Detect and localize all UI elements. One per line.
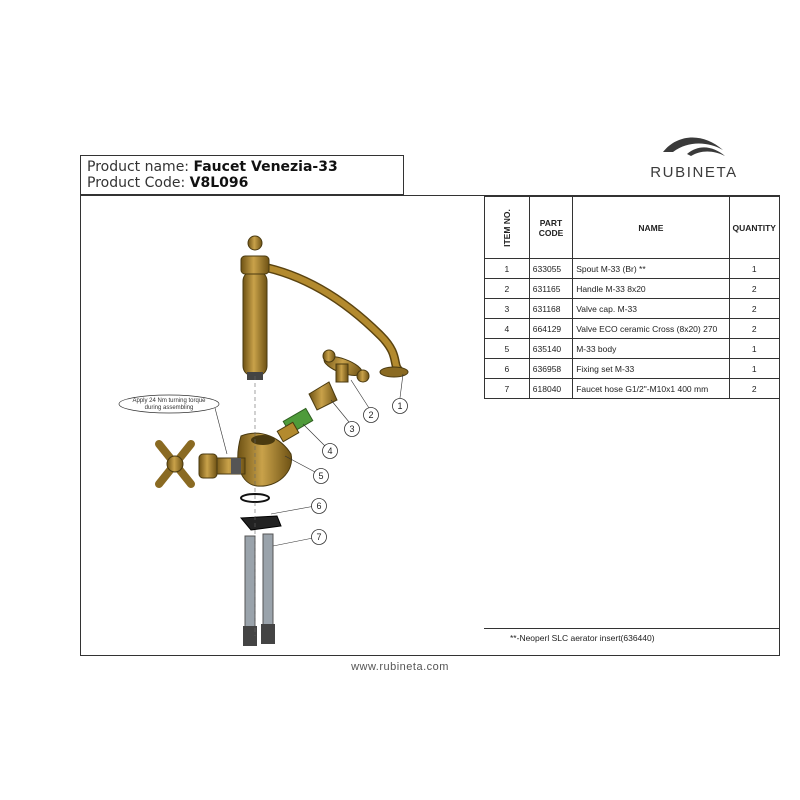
handle-right-part [322, 349, 370, 383]
svg-text:1: 1 [397, 401, 402, 411]
header-name: NAME [572, 196, 730, 259]
brand-logo: RUBINETA [638, 130, 750, 181]
table-row: 6 636958 Fixing set M-33 1 [484, 358, 781, 379]
balloon-3: 3 [344, 421, 360, 437]
product-name-label: Product name: [87, 159, 190, 175]
product-code-line: Product Code: V8L096 [87, 175, 397, 191]
handle-left-part [155, 440, 195, 488]
table-row: 4 664129 Valve ECO ceramic Cross (8x20) … [484, 318, 781, 339]
product-code-label: Product Code: [87, 175, 186, 191]
torque-callout: Apply 24 Nm turning torque during assemb… [118, 394, 228, 455]
balloon-1: 1 [392, 398, 408, 414]
brand-name: RUBINETA [650, 164, 738, 181]
table-row: 1 633055 Spout M-33 (Br) ** 1 [484, 258, 781, 279]
product-code-value: V8L096 [189, 175, 249, 191]
balloon-2: 2 [363, 407, 379, 423]
torque-callout-line2: during assembling [145, 405, 194, 411]
svg-text:3: 3 [349, 424, 354, 434]
product-name-value: Faucet Venezia-33 [193, 159, 338, 175]
balloon-5: 5 [313, 468, 329, 484]
product-info-box: Product name: Faucet Venezia-33 Product … [80, 155, 404, 195]
parts-table: ITEM NO. PART CODE NAME QUANTITY 1 63305… [484, 196, 781, 399]
balloon-7: 7 [311, 529, 327, 545]
svg-text:6: 6 [316, 501, 321, 511]
table-row: 2 631165 Handle M-33 8x20 2 [484, 278, 781, 299]
parts-table-header: ITEM NO. PART CODE NAME QUANTITY [484, 196, 781, 259]
fixing-set-part [239, 493, 282, 531]
table-row: 5 635140 M-33 body 1 [484, 338, 781, 359]
valve-cap-part [308, 381, 338, 411]
header-quantity: QUANTITY [728, 196, 781, 259]
balloon-6: 6 [311, 498, 327, 514]
valve-cartridge-part [276, 407, 314, 443]
exploded-view-drawing: Apply 24 Nm turning torque during assemb… [118, 235, 409, 646]
brand-swoosh-icon [663, 137, 725, 156]
drawing-frame [80, 195, 780, 656]
svg-text:7: 7 [316, 532, 321, 542]
torque-callout-line1: Apply 24 Nm turning torque [132, 398, 206, 404]
product-name-line: Product name: Faucet Venezia-33 [87, 159, 397, 175]
header-part-code: PART CODE [528, 196, 574, 259]
aerator-note: **-Neoperl SLC aerator insert(636440) [484, 628, 780, 643]
table-row: 7 618040 Faucet hose G1/2"-M10x1 400 mm … [484, 378, 781, 399]
spout-part [240, 235, 409, 380]
table-row: 3 631168 Valve cap. M-33 2 [484, 298, 781, 319]
svg-text:5: 5 [318, 471, 323, 481]
balloon-4: 4 [322, 443, 338, 459]
hoses-part [243, 533, 275, 646]
header-item-no: ITEM NO. [484, 196, 530, 259]
svg-text:4: 4 [327, 446, 332, 456]
website-link[interactable]: www.rubineta.com [351, 661, 449, 673]
body-part [198, 432, 293, 487]
svg-text:2: 2 [368, 410, 373, 420]
